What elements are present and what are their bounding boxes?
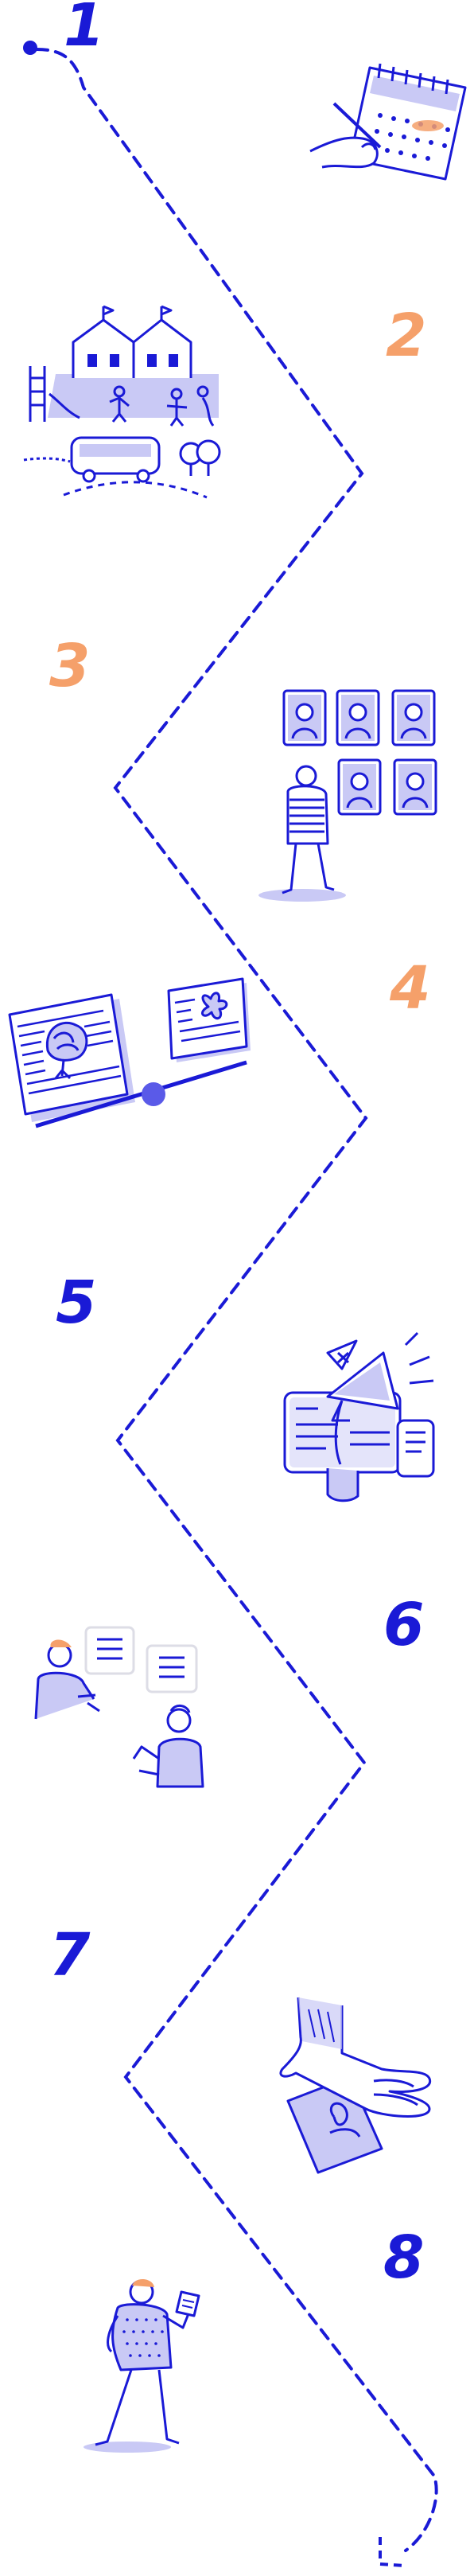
step-number-6: 6 [383, 1591, 425, 1659]
step-number-8: 8 [383, 2223, 425, 2292]
step-number-1: 1 [64, 0, 105, 60]
step-number-3: 3 [49, 632, 91, 700]
arrow-head-icon [379, 2537, 405, 2567]
step-number-5: 5 [56, 1269, 97, 1337]
step-number-2: 2 [386, 302, 427, 370]
dashed-zigzag-line [35, 48, 438, 2552]
step-number-7: 7 [49, 1921, 91, 1989]
step-number-4: 4 [390, 954, 431, 1023]
path-start-dot [23, 41, 37, 55]
